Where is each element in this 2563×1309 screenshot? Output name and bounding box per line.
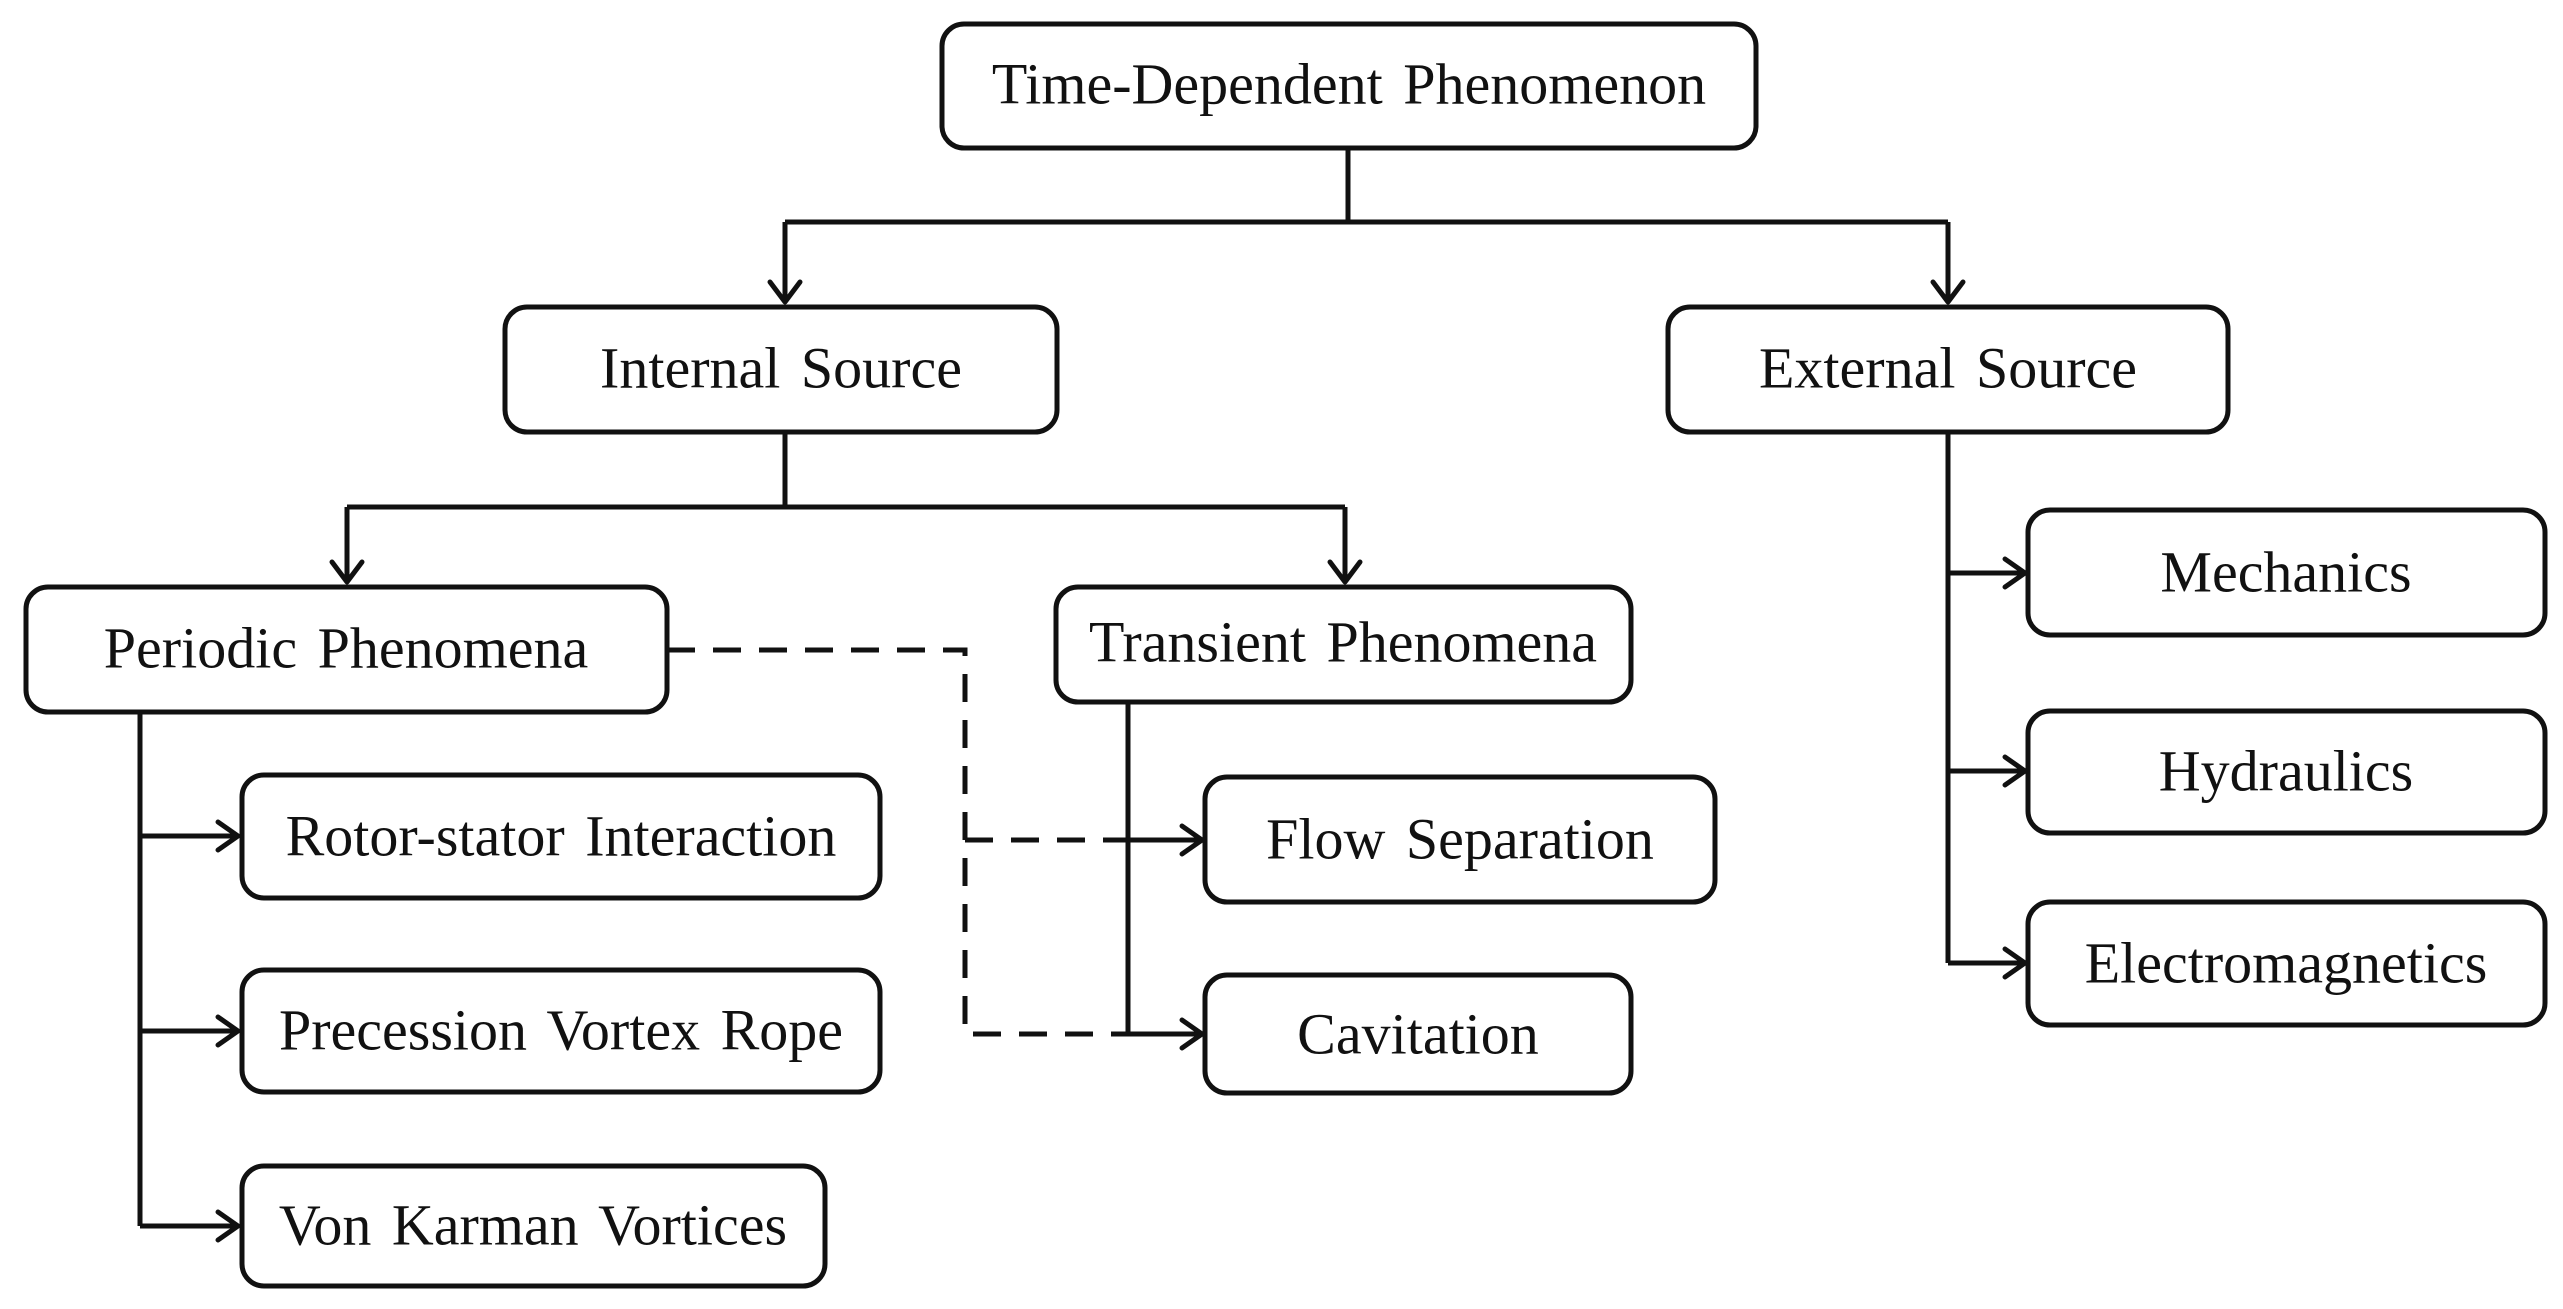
node-internal-source: Internal Source <box>502 304 1060 435</box>
node-cavitation: Cavitation <box>1202 972 1634 1096</box>
node-flow-separation-label: Flow Separation <box>1266 807 1654 872</box>
node-hydraulics: Hydraulics <box>2025 708 2548 836</box>
node-periodic-phenomena: Periodic Phenomena <box>23 584 670 715</box>
node-mechanics: Mechanics <box>2025 507 2548 638</box>
node-hydraulics-label: Hydraulics <box>2159 739 2414 804</box>
arrowhead-cavitation <box>1179 1017 1205 1051</box>
node-transient-phenomena-label: Transient Phenomena <box>1089 610 1597 675</box>
node-electromagnetics: Electromagnetics <box>2025 899 2548 1028</box>
node-von-karman-vortices: Von Karman Vortices <box>239 1163 828 1289</box>
node-mechanics-label: Mechanics <box>2160 540 2411 605</box>
node-external-source: External Source <box>1665 304 2231 435</box>
arrowhead-von-karman <box>215 1209 241 1243</box>
node-periodic-phenomena-label: Periodic Phenomena <box>104 616 588 681</box>
connectors <box>137 148 2028 1243</box>
node-root-label: Time-Dependent Phenomenon <box>992 52 1706 117</box>
dashed-periodic-link <box>667 647 1128 1037</box>
node-precession-vortex-rope-label: Precession Vortex Rope <box>279 998 843 1063</box>
node-von-karman-vortices-label: Von Karman Vortices <box>279 1193 787 1258</box>
arrowhead-external <box>1930 279 1966 305</box>
arrowhead-transient <box>1327 559 1363 585</box>
node-transient-phenomena: Transient Phenomena <box>1053 584 1634 705</box>
arrowhead-precession <box>215 1014 241 1048</box>
node-flow-separation: Flow Separation <box>1202 774 1718 905</box>
node-precession-vortex-rope: Precession Vortex Rope <box>239 967 883 1095</box>
arrowhead-hydraulics <box>2002 754 2028 788</box>
node-rotor-stator-interaction-label: Rotor-stator Interaction <box>286 804 837 869</box>
arrowhead-electromagnetics <box>2002 946 2028 980</box>
node-internal-source-label: Internal Source <box>600 336 962 401</box>
node-electromagnetics-label: Electromagnetics <box>2085 931 2488 996</box>
node-root: Time-Dependent Phenomenon <box>939 21 1759 151</box>
arrowhead-rotor-stator <box>215 819 241 853</box>
arrowhead-internal <box>767 279 803 305</box>
node-external-source-label: External Source <box>1759 336 2137 401</box>
arrowhead-flow-separation <box>1179 823 1205 857</box>
node-cavitation-label: Cavitation <box>1297 1002 1539 1067</box>
arrowhead-periodic <box>329 559 365 585</box>
arrowhead-mechanics <box>2002 556 2028 590</box>
node-rotor-stator-interaction: Rotor-stator Interaction <box>239 772 883 901</box>
